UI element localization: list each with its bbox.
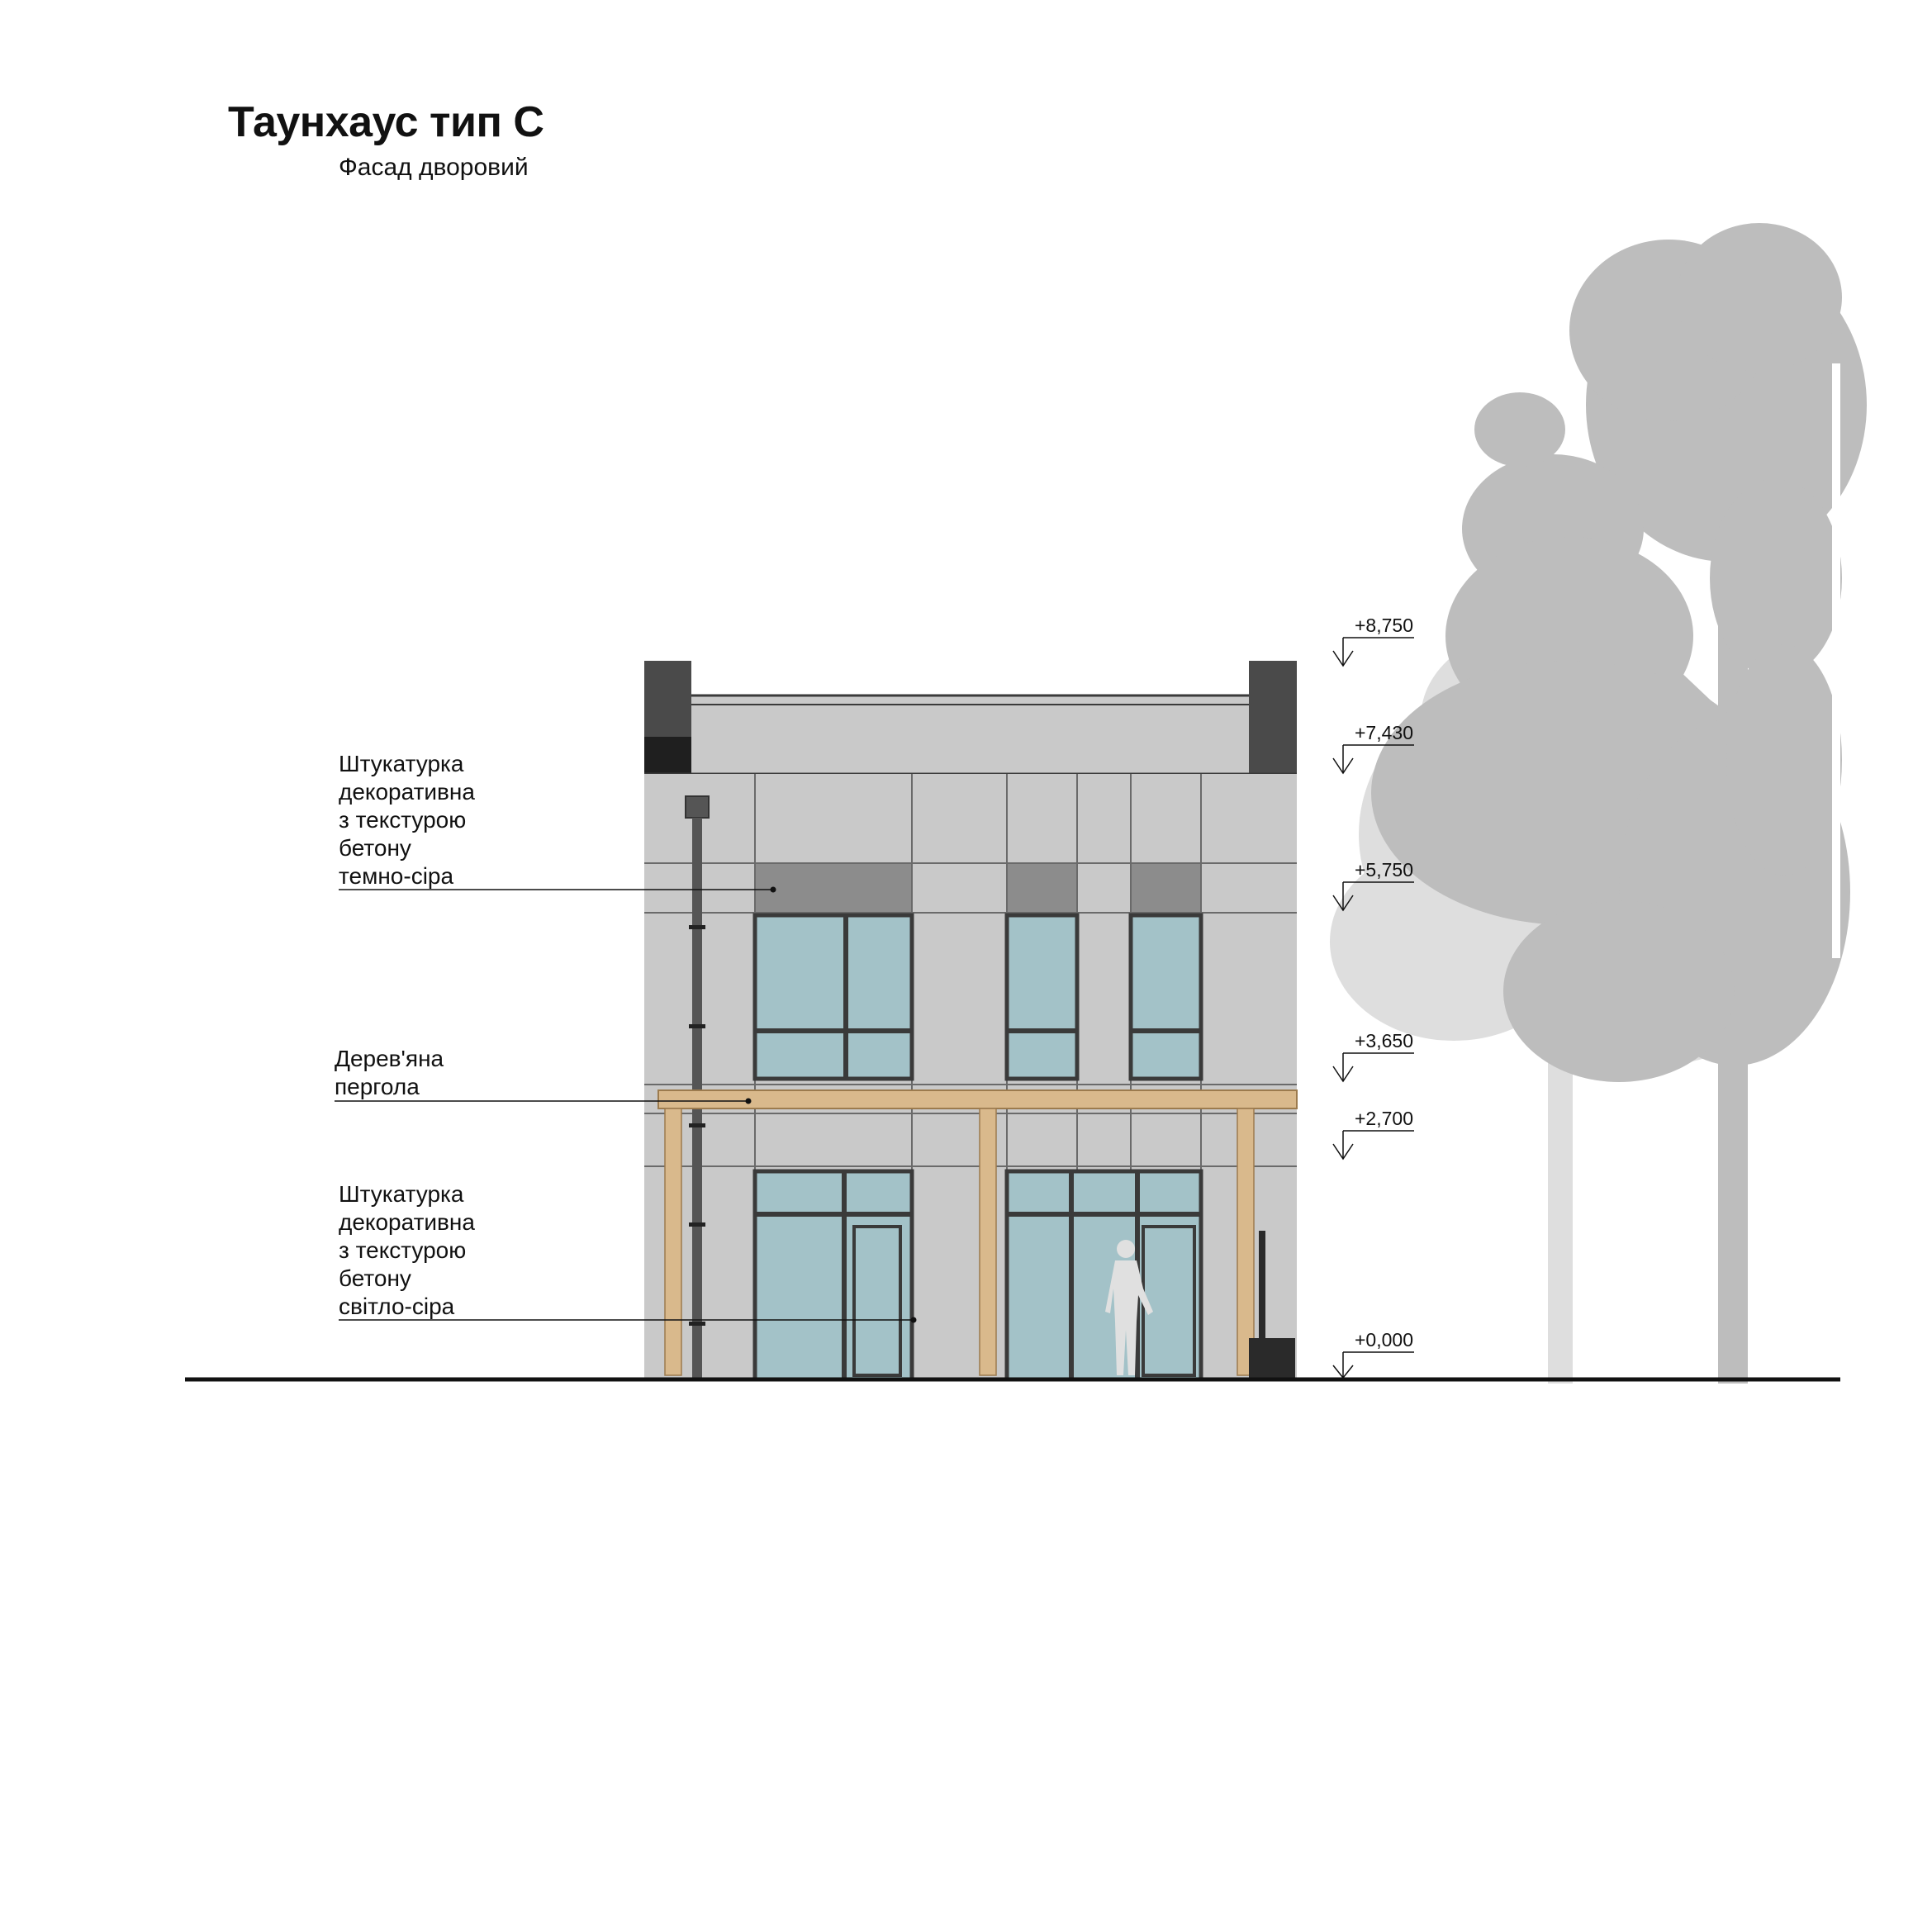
level-label: +8,750 [1355,615,1413,636]
sheet-subtitle: Фасад дворовий [339,154,529,181]
level-marker-3650: +3,650 [1332,1030,1414,1083]
level-marker-7430: +7,430 [1332,722,1414,775]
callout-light-plaster: Штукатурка декоративна з текстурою бетон… [339,1181,917,1323]
callout-line: бетону [339,1265,411,1291]
callout-line: декоративна [339,779,475,805]
callout-line: пергола [335,1074,420,1099]
leader-dot [910,1317,917,1323]
callout-line: світло-сіра [339,1294,455,1319]
level-label: +0,000 [1355,1329,1413,1351]
level-marker-0000: +0,000 [1332,1329,1414,1379]
dark-plaster-panel [1131,863,1201,913]
window-upper-2 [1004,913,1080,1081]
svg-text:декоративна: декоративна [339,779,475,805]
svg-text:бетону: бетону [339,835,411,861]
svg-text:Штукатурка: Штукатурка [339,751,464,776]
human-silhouette [1105,1240,1153,1375]
svg-text:з текстурою: з текстурою [339,1237,466,1263]
parapet-right [1249,661,1297,774]
callout-line: Дерев'яна [335,1046,444,1071]
glazed-door-left [752,1169,914,1382]
svg-text:з текстурою: з текстурою [339,807,466,833]
level-marker-8750: +8,750 [1332,615,1414,667]
dark-plaster-panel [755,863,912,913]
level-marker-2700: +2,700 [1332,1108,1414,1161]
callout-line: з текстурою [339,807,466,833]
dark-plaster-panel [1007,863,1077,913]
svg-text:Штукатурка: Штукатурка [339,1181,464,1207]
level-marker-5750: +5,750 [1332,859,1414,912]
level-label: +2,700 [1355,1108,1413,1129]
callout-line: темно-сіра [339,863,453,889]
window-upper-1 [752,913,914,1081]
tree-group [1330,223,1867,1384]
attic-band [644,695,1297,774]
glazed-door-right [1004,1169,1203,1382]
callout-line: декоративна [339,1209,475,1235]
leader-dot [745,1098,752,1104]
svg-text:темно-сіра: темно-сіра [339,863,453,889]
building [644,661,1298,1382]
callout-line: з текстурою [339,1237,466,1263]
leader-dot [770,886,776,893]
callout-pergola: Дерев'яна пергола [335,1046,752,1104]
level-label: +7,430 [1355,722,1413,743]
svg-text:пергола: пергола [335,1074,420,1099]
level-label: +5,750 [1355,859,1413,881]
callout-line: Штукатурка [339,751,464,776]
level-label: +3,650 [1355,1030,1413,1051]
pergola [657,1089,1298,1376]
tree-dark [1371,223,1867,1384]
window-upper-3 [1128,913,1203,1081]
svg-text:світло-сіра: світло-сіра [339,1294,455,1319]
callout-line: Штукатурка [339,1181,464,1207]
callout-dark-plaster: Штукатурка декоративна з текстурою бетон… [339,751,776,893]
svg-text:Дерев'яна: Дерев'яна [335,1046,444,1071]
svg-text:бетону: бетону [339,1265,411,1291]
sheet-title: Таунхаус тип С [228,98,544,146]
callout-line: бетону [339,835,411,861]
svg-text:декоративна: декоративна [339,1209,475,1235]
